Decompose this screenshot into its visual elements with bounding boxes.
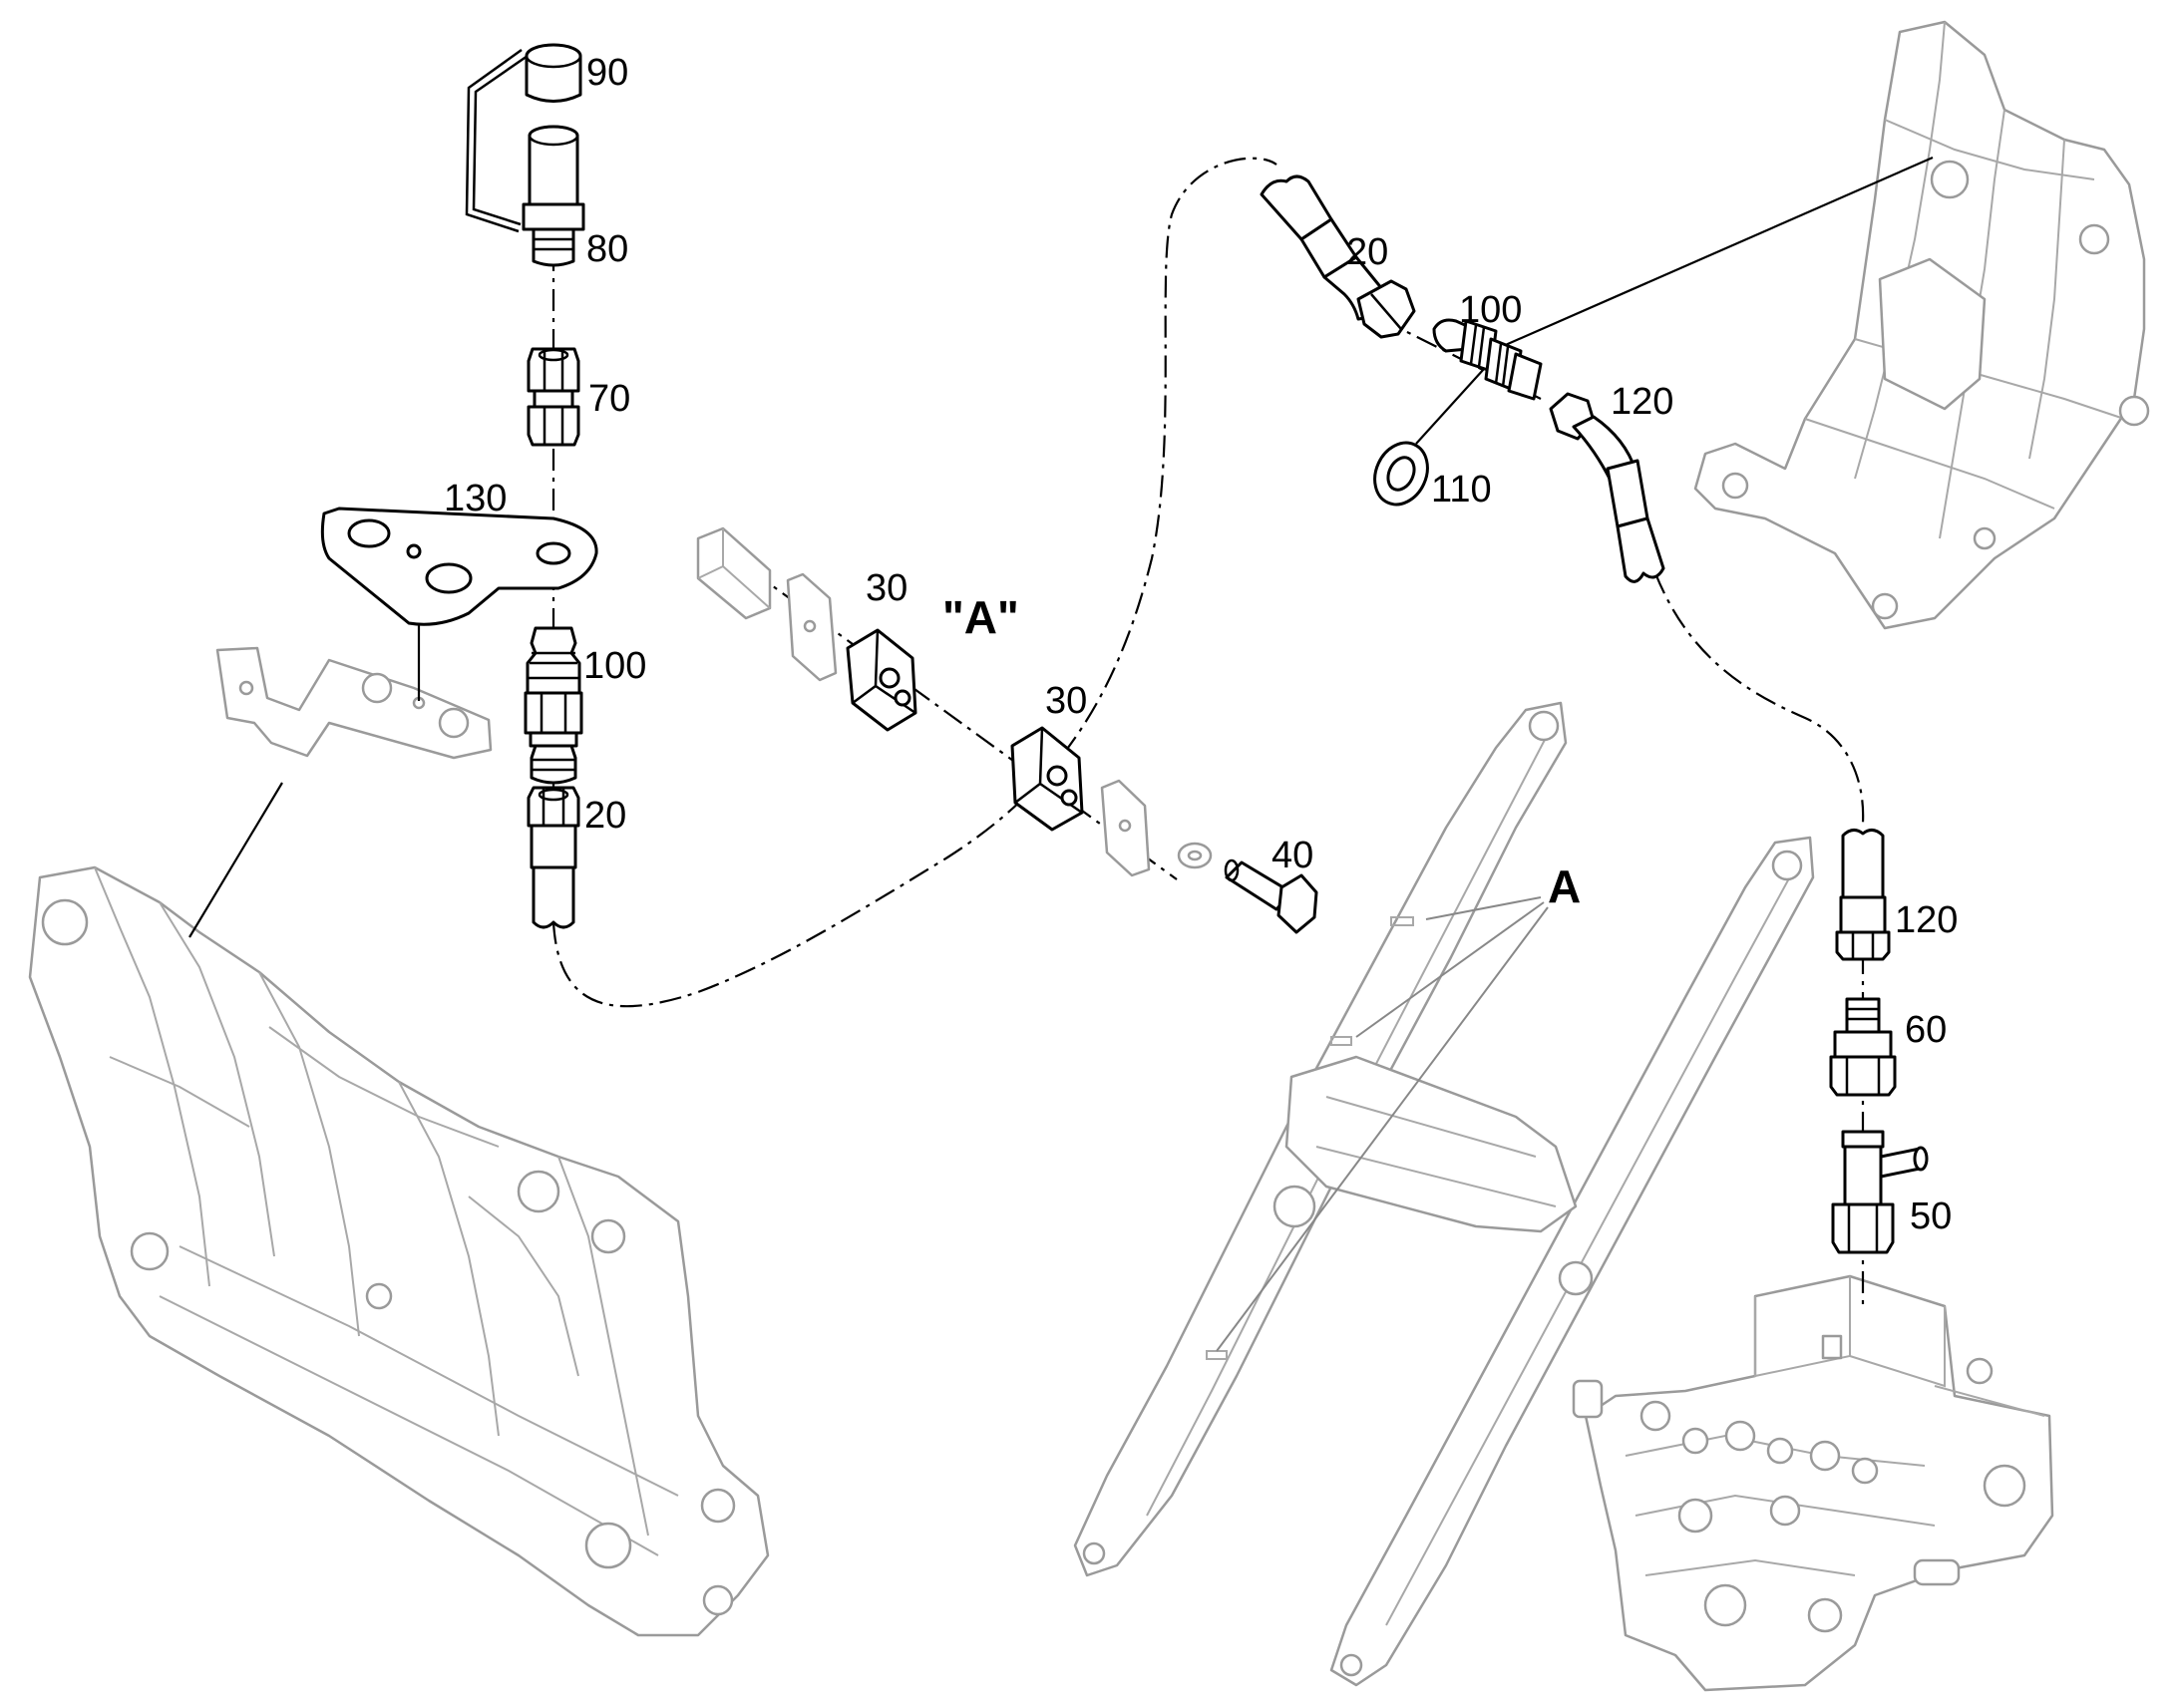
label-120-top: 120 bbox=[1611, 381, 1673, 423]
fitting-to-tower-leader bbox=[1500, 156, 1934, 349]
label-90: 90 bbox=[586, 52, 628, 94]
label-20-top: 20 bbox=[1346, 231, 1388, 273]
o-ring-110 bbox=[1373, 368, 1485, 507]
label-detail-a: "A" bbox=[942, 591, 1019, 643]
dust-cap-90 bbox=[465, 43, 582, 233]
union-nut-70 bbox=[527, 347, 580, 447]
label-60: 60 bbox=[1905, 1009, 1947, 1051]
hose-end-20-left bbox=[527, 786, 580, 929]
adapter-100-left bbox=[524, 626, 583, 785]
washer-ghost bbox=[1177, 842, 1213, 869]
label-70: 70 bbox=[588, 378, 630, 420]
hose-end-120-right bbox=[1835, 829, 1891, 961]
hose-end-120-top bbox=[1549, 392, 1665, 583]
label-100-top: 100 bbox=[1459, 289, 1522, 331]
hose-end-20-top bbox=[1260, 174, 1416, 339]
label-120-right: 120 bbox=[1895, 899, 1958, 941]
tee-fitting-50 bbox=[1831, 1130, 1929, 1254]
loader-tower-ghost bbox=[1693, 20, 2150, 630]
label-50: 50 bbox=[1910, 1196, 1952, 1237]
bolt-40 bbox=[1224, 858, 1318, 934]
label-ref-a: A bbox=[1548, 860, 1581, 912]
label-20-left: 20 bbox=[584, 795, 626, 837]
label-100-left: 100 bbox=[583, 645, 646, 687]
label-110: 110 bbox=[1431, 469, 1492, 511]
label-30-a: 30 bbox=[866, 567, 908, 609]
clamp-half-30-b bbox=[1010, 726, 1084, 832]
clamp-plate-ghost-1 bbox=[786, 572, 838, 682]
label-130: 130 bbox=[444, 478, 507, 519]
bracket-to-frame-leader bbox=[188, 782, 283, 938]
mounting-plate-130 bbox=[320, 507, 598, 701]
label-30-b: 30 bbox=[1045, 680, 1087, 722]
clamp-block-ghost-1 bbox=[696, 526, 772, 620]
ref-a-leaders bbox=[1216, 896, 1549, 1352]
hose-route-left bbox=[551, 157, 1277, 1008]
control-valve-ghost bbox=[1572, 1274, 2054, 1692]
coupler-60 bbox=[1829, 997, 1897, 1097]
adapter-100-top bbox=[1432, 318, 1543, 401]
clamp-plate-ghost-2 bbox=[1100, 779, 1151, 877]
front-frame-ghost bbox=[28, 865, 770, 1637]
mounting-bracket-ghost bbox=[215, 646, 493, 760]
lift-arms-ghost bbox=[1073, 701, 1815, 1687]
clamp-half-30-a bbox=[846, 628, 917, 732]
label-40: 40 bbox=[1272, 835, 1313, 876]
label-80: 80 bbox=[586, 228, 628, 270]
quick-coupler-80 bbox=[522, 125, 585, 267]
hose-route-right bbox=[1653, 572, 1865, 824]
